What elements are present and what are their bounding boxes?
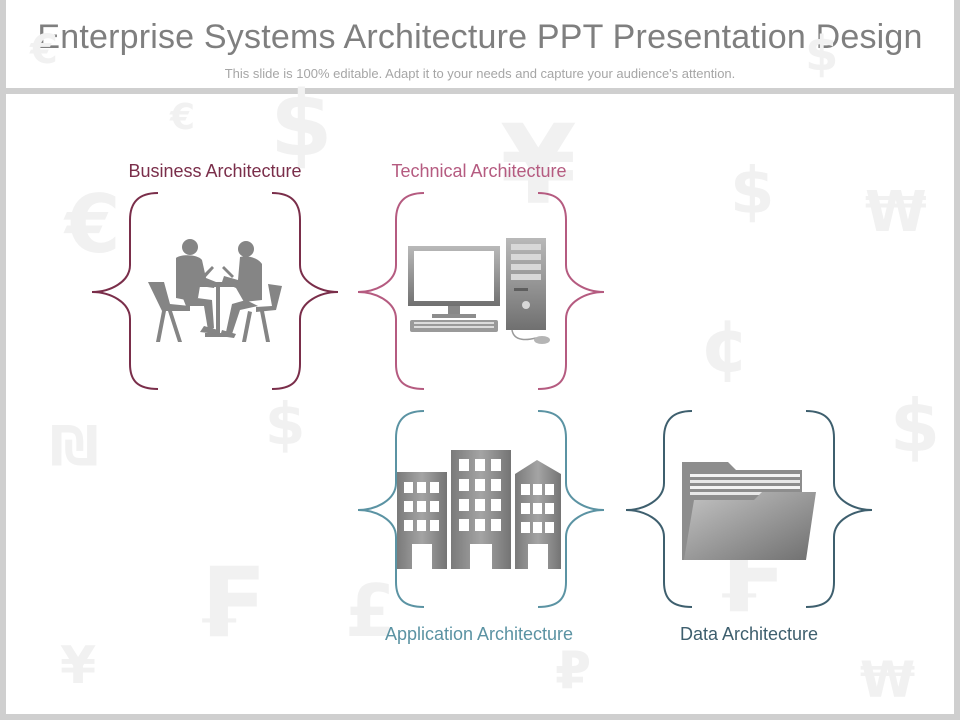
left-brace bbox=[357, 192, 425, 390]
application-architecture-label: Application Architecture bbox=[384, 624, 574, 644]
left-brace bbox=[91, 192, 159, 390]
application-architecture-block bbox=[357, 410, 605, 608]
data-architecture-label: Data Architecture bbox=[679, 624, 819, 644]
business-architecture-label: Business Architecture bbox=[128, 161, 302, 181]
data-architecture-block bbox=[625, 410, 873, 608]
desktop-computer-icon bbox=[408, 238, 550, 344]
left-brace bbox=[625, 410, 693, 608]
slide-header: Enterprise Systems Architecture PPT Pres… bbox=[6, 0, 954, 88]
business-meeting-icon bbox=[148, 239, 282, 342]
right-brace bbox=[805, 410, 873, 608]
right-brace bbox=[537, 192, 605, 390]
left-brace bbox=[357, 410, 425, 608]
business-architecture-block bbox=[91, 192, 339, 390]
technical-architecture-label: Technical Architecture bbox=[391, 161, 567, 181]
slide-title: Enterprise Systems Architecture PPT Pres… bbox=[37, 18, 923, 56]
right-brace bbox=[537, 410, 605, 608]
slide-body bbox=[6, 94, 954, 714]
technical-architecture-block bbox=[357, 192, 605, 390]
file-folder-icon bbox=[682, 462, 816, 560]
office-buildings-icon bbox=[397, 450, 561, 569]
right-brace bbox=[271, 192, 339, 390]
slide-subtitle: This slide is 100% editable. Adapt it to… bbox=[224, 66, 736, 81]
